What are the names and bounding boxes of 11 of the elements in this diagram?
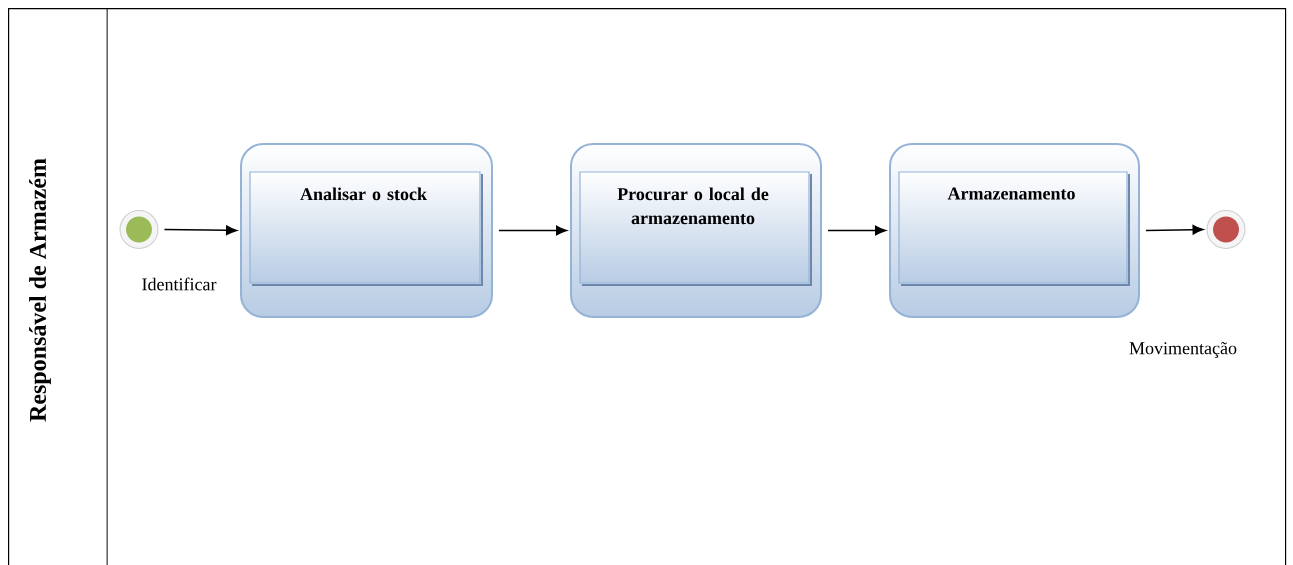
event-circle bbox=[119, 210, 159, 249]
task-box: Procurar o local de armazenamento bbox=[570, 143, 822, 318]
event-label: Identificar bbox=[142, 277, 217, 291]
arrow bbox=[1145, 224, 1204, 235]
event-label: Movimentação bbox=[1129, 342, 1237, 358]
task-box: Analisar o stock bbox=[240, 143, 493, 318]
arrow bbox=[163, 225, 237, 236]
task-box: Armazenamento bbox=[889, 143, 1140, 318]
event-circle bbox=[1206, 210, 1246, 249]
arrow bbox=[827, 225, 886, 236]
arrow bbox=[498, 225, 567, 236]
